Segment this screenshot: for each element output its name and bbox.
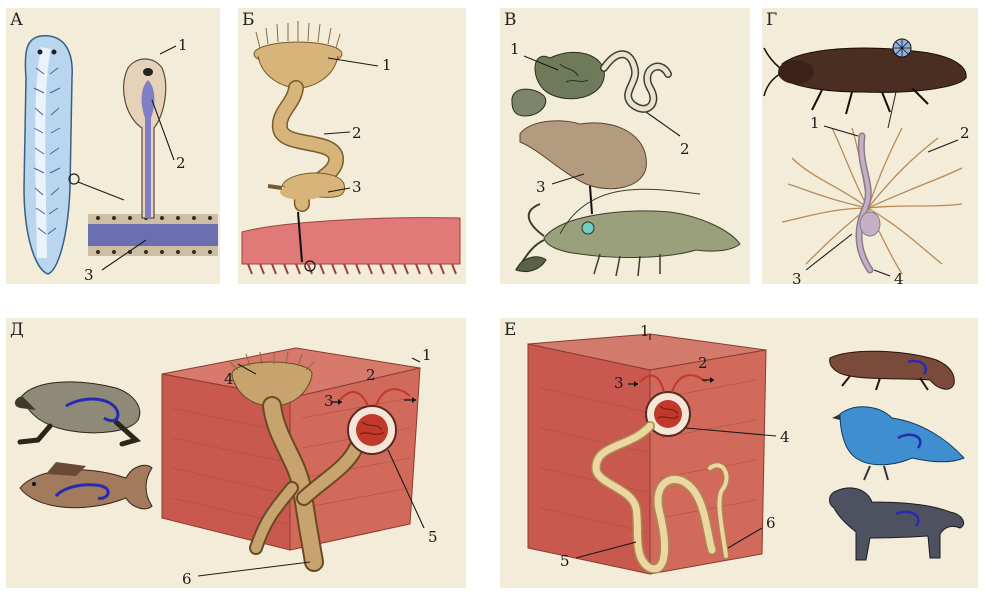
label-b-1: 1 xyxy=(382,56,392,74)
label-d-6: 6 xyxy=(182,570,192,588)
panel-d: Д xyxy=(6,318,466,588)
panel-b: Б 1 2 3 xyxy=(238,8,466,284)
label-g-4: 4 xyxy=(894,270,904,284)
label-v-2: 2 xyxy=(680,140,690,158)
label-a-2: 2 xyxy=(176,154,186,172)
label-e-1: 1 xyxy=(640,322,650,340)
label-b-3: 3 xyxy=(352,178,362,196)
label-v-1: 1 xyxy=(510,40,520,58)
panel-g: Г 1 2 3 4 xyxy=(762,8,978,284)
label-d-5: 5 xyxy=(428,528,438,546)
panel-e: Е 1 2 xyxy=(500,318,978,588)
label-d-4: 4 xyxy=(224,370,234,388)
panel-v: В 1 2 3 xyxy=(500,8,750,284)
label-d-1: 1 xyxy=(422,346,432,364)
label-a-3: 3 xyxy=(84,266,94,284)
label-b-2: 2 xyxy=(352,124,362,142)
label-a-1: 1 xyxy=(178,36,188,54)
label-d-3: 3 xyxy=(324,392,334,410)
panel-v-labels: 1 2 3 xyxy=(500,8,750,284)
panel-d-labels: 1 2 3 4 5 6 xyxy=(6,318,466,588)
panel-a-labels: 1 2 3 xyxy=(6,8,220,284)
label-e-6: 6 xyxy=(766,514,776,532)
panel-g-labels: 1 2 3 4 xyxy=(762,8,978,284)
label-g-3: 3 xyxy=(792,270,802,284)
label-v-3: 3 xyxy=(536,178,546,196)
label-e-5: 5 xyxy=(560,552,570,570)
label-e-3: 3 xyxy=(614,374,624,392)
label-g-1: 1 xyxy=(810,114,820,132)
label-e-2: 2 xyxy=(698,354,708,372)
label-d-2: 2 xyxy=(366,366,376,384)
panel-a: А 1 2 3 xyxy=(6,8,220,284)
panel-e-labels: 1 2 3 4 5 6 xyxy=(500,318,978,588)
label-g-2: 2 xyxy=(960,124,970,142)
label-e-4: 4 xyxy=(780,428,790,446)
panel-b-labels: 1 2 3 xyxy=(238,8,466,284)
